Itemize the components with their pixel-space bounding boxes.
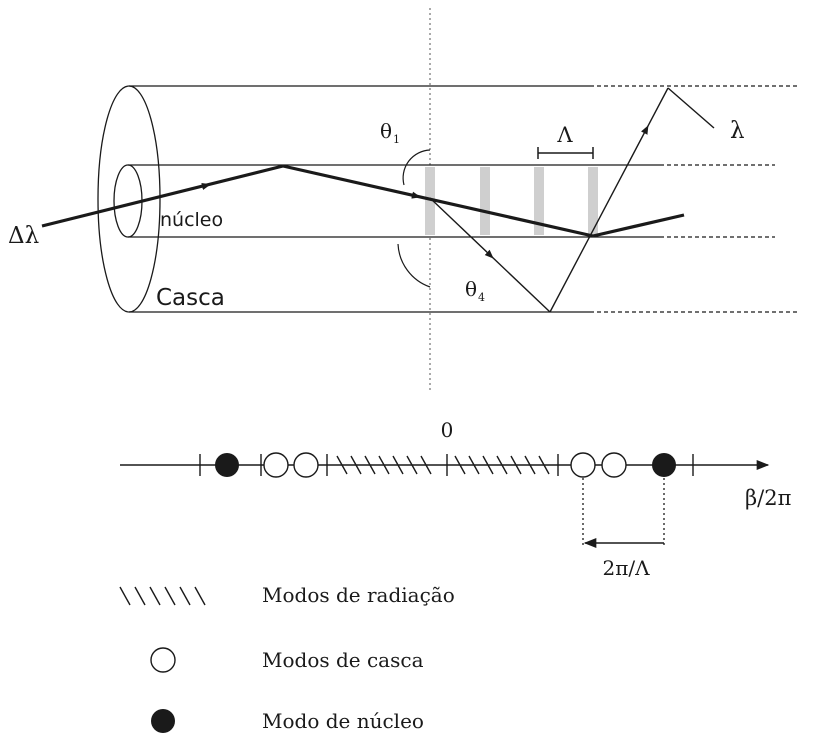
cladding-mode-marker — [601, 452, 627, 478]
core-ray-arrow — [179, 182, 211, 193]
core-mode-marker — [215, 453, 239, 477]
cladding-label: Casca — [156, 285, 225, 311]
legend-core-symbol — [151, 709, 175, 733]
cladding-mode-marker — [570, 452, 596, 478]
grating-bar — [534, 167, 544, 235]
grating-bar — [480, 167, 490, 235]
theta4-label: θ — [465, 277, 477, 301]
legend-cladding-label: Modos de casca — [262, 648, 424, 672]
axis-label: β/2π — [745, 486, 792, 510]
core-ray-arrow-2 — [389, 189, 421, 199]
core-ray-incident — [41, 164, 284, 228]
core-ray-continued — [592, 213, 685, 238]
cladding-mode-marker — [263, 452, 289, 478]
grating-bar — [425, 167, 435, 235]
shift-label: 2π/Λ — [602, 556, 650, 580]
radiation-modes-right — [454, 455, 550, 475]
input-wavelength-label: Δλ — [8, 223, 39, 249]
axis-origin-label: 0 — [441, 418, 454, 442]
grating-bar — [588, 167, 598, 235]
period-label: Λ — [556, 123, 573, 147]
core-ray-reflected — [282, 164, 594, 238]
legend-radiation-label: Modos de radiação — [262, 583, 455, 607]
cladding-ray-up — [549, 87, 669, 313]
legend-core-label: Modo de núcleo — [262, 709, 424, 733]
core-mode-marker — [652, 453, 676, 477]
theta1-arc — [402, 149, 431, 186]
theta1-subscript: 1 — [393, 133, 400, 146]
cladding-mode-marker — [293, 452, 319, 478]
legend-cladding-symbol — [150, 647, 176, 673]
cladding-ray-arrow-1 — [459, 226, 494, 259]
theta4-arc — [397, 243, 431, 288]
theta1-label: θ — [380, 119, 392, 143]
theta4-subscript: 4 — [478, 291, 485, 304]
cladding-ray-arrow-2 — [629, 125, 649, 161]
radiation-modes-left — [336, 455, 432, 475]
cladding-ray-exit — [667, 87, 715, 129]
output-wavelength-label: λ — [730, 118, 745, 144]
core-label: núcleo — [160, 209, 223, 231]
legend-radiation-symbol — [119, 586, 206, 606]
